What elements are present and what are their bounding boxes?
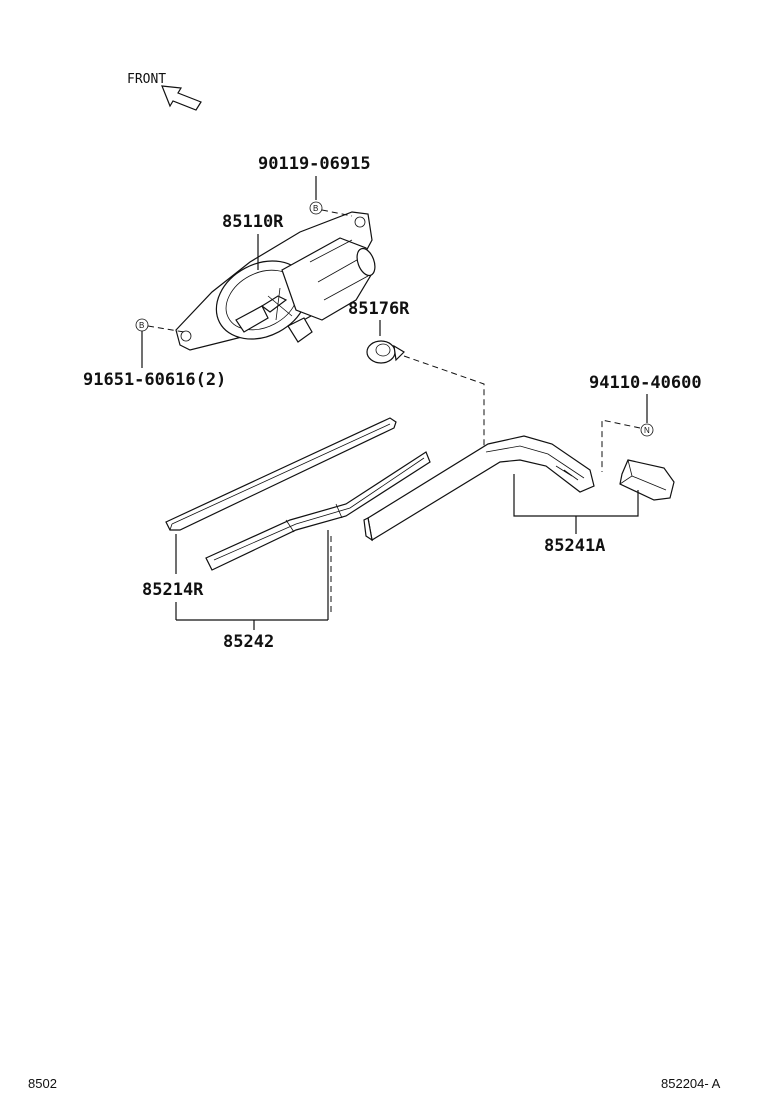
part-number-cap: 85176R <box>348 299 410 319</box>
nut-n-marker: N <box>640 423 654 437</box>
wiper-arm-drawing <box>363 435 675 542</box>
front-indicator: FRONT <box>127 72 202 111</box>
marker-n-label: N <box>644 426 650 435</box>
wiper-blade-drawing <box>205 451 431 571</box>
marker-b-left-label: B <box>139 321 144 330</box>
page-code: 8502 <box>28 1076 57 1091</box>
front-label: FRONT <box>127 72 166 87</box>
blade-rubber-drawing <box>165 417 397 531</box>
part-number-motor: 85110R <box>222 212 284 232</box>
part-number-bolt-left: 91651-60616(2) <box>83 370 226 390</box>
bolt-b-marker-top: B <box>309 201 323 215</box>
bolt-b-marker-left: B <box>135 318 149 332</box>
cap-drawing <box>366 340 405 364</box>
part-number-blade: 85242 <box>223 632 274 652</box>
wiper-motor-drawing <box>175 211 376 351</box>
figure-code: 852204- A <box>661 1076 721 1091</box>
part-number-nut: 94110-40600 <box>589 373 702 393</box>
part-number-arm: 85241A <box>544 536 605 556</box>
front-arrow-icon <box>161 85 202 111</box>
part-number-blade-rubber: 85214R <box>142 580 204 600</box>
marker-b-top-label: B <box>313 204 318 213</box>
part-number-bolt-top: 90119-06915 <box>258 154 371 174</box>
